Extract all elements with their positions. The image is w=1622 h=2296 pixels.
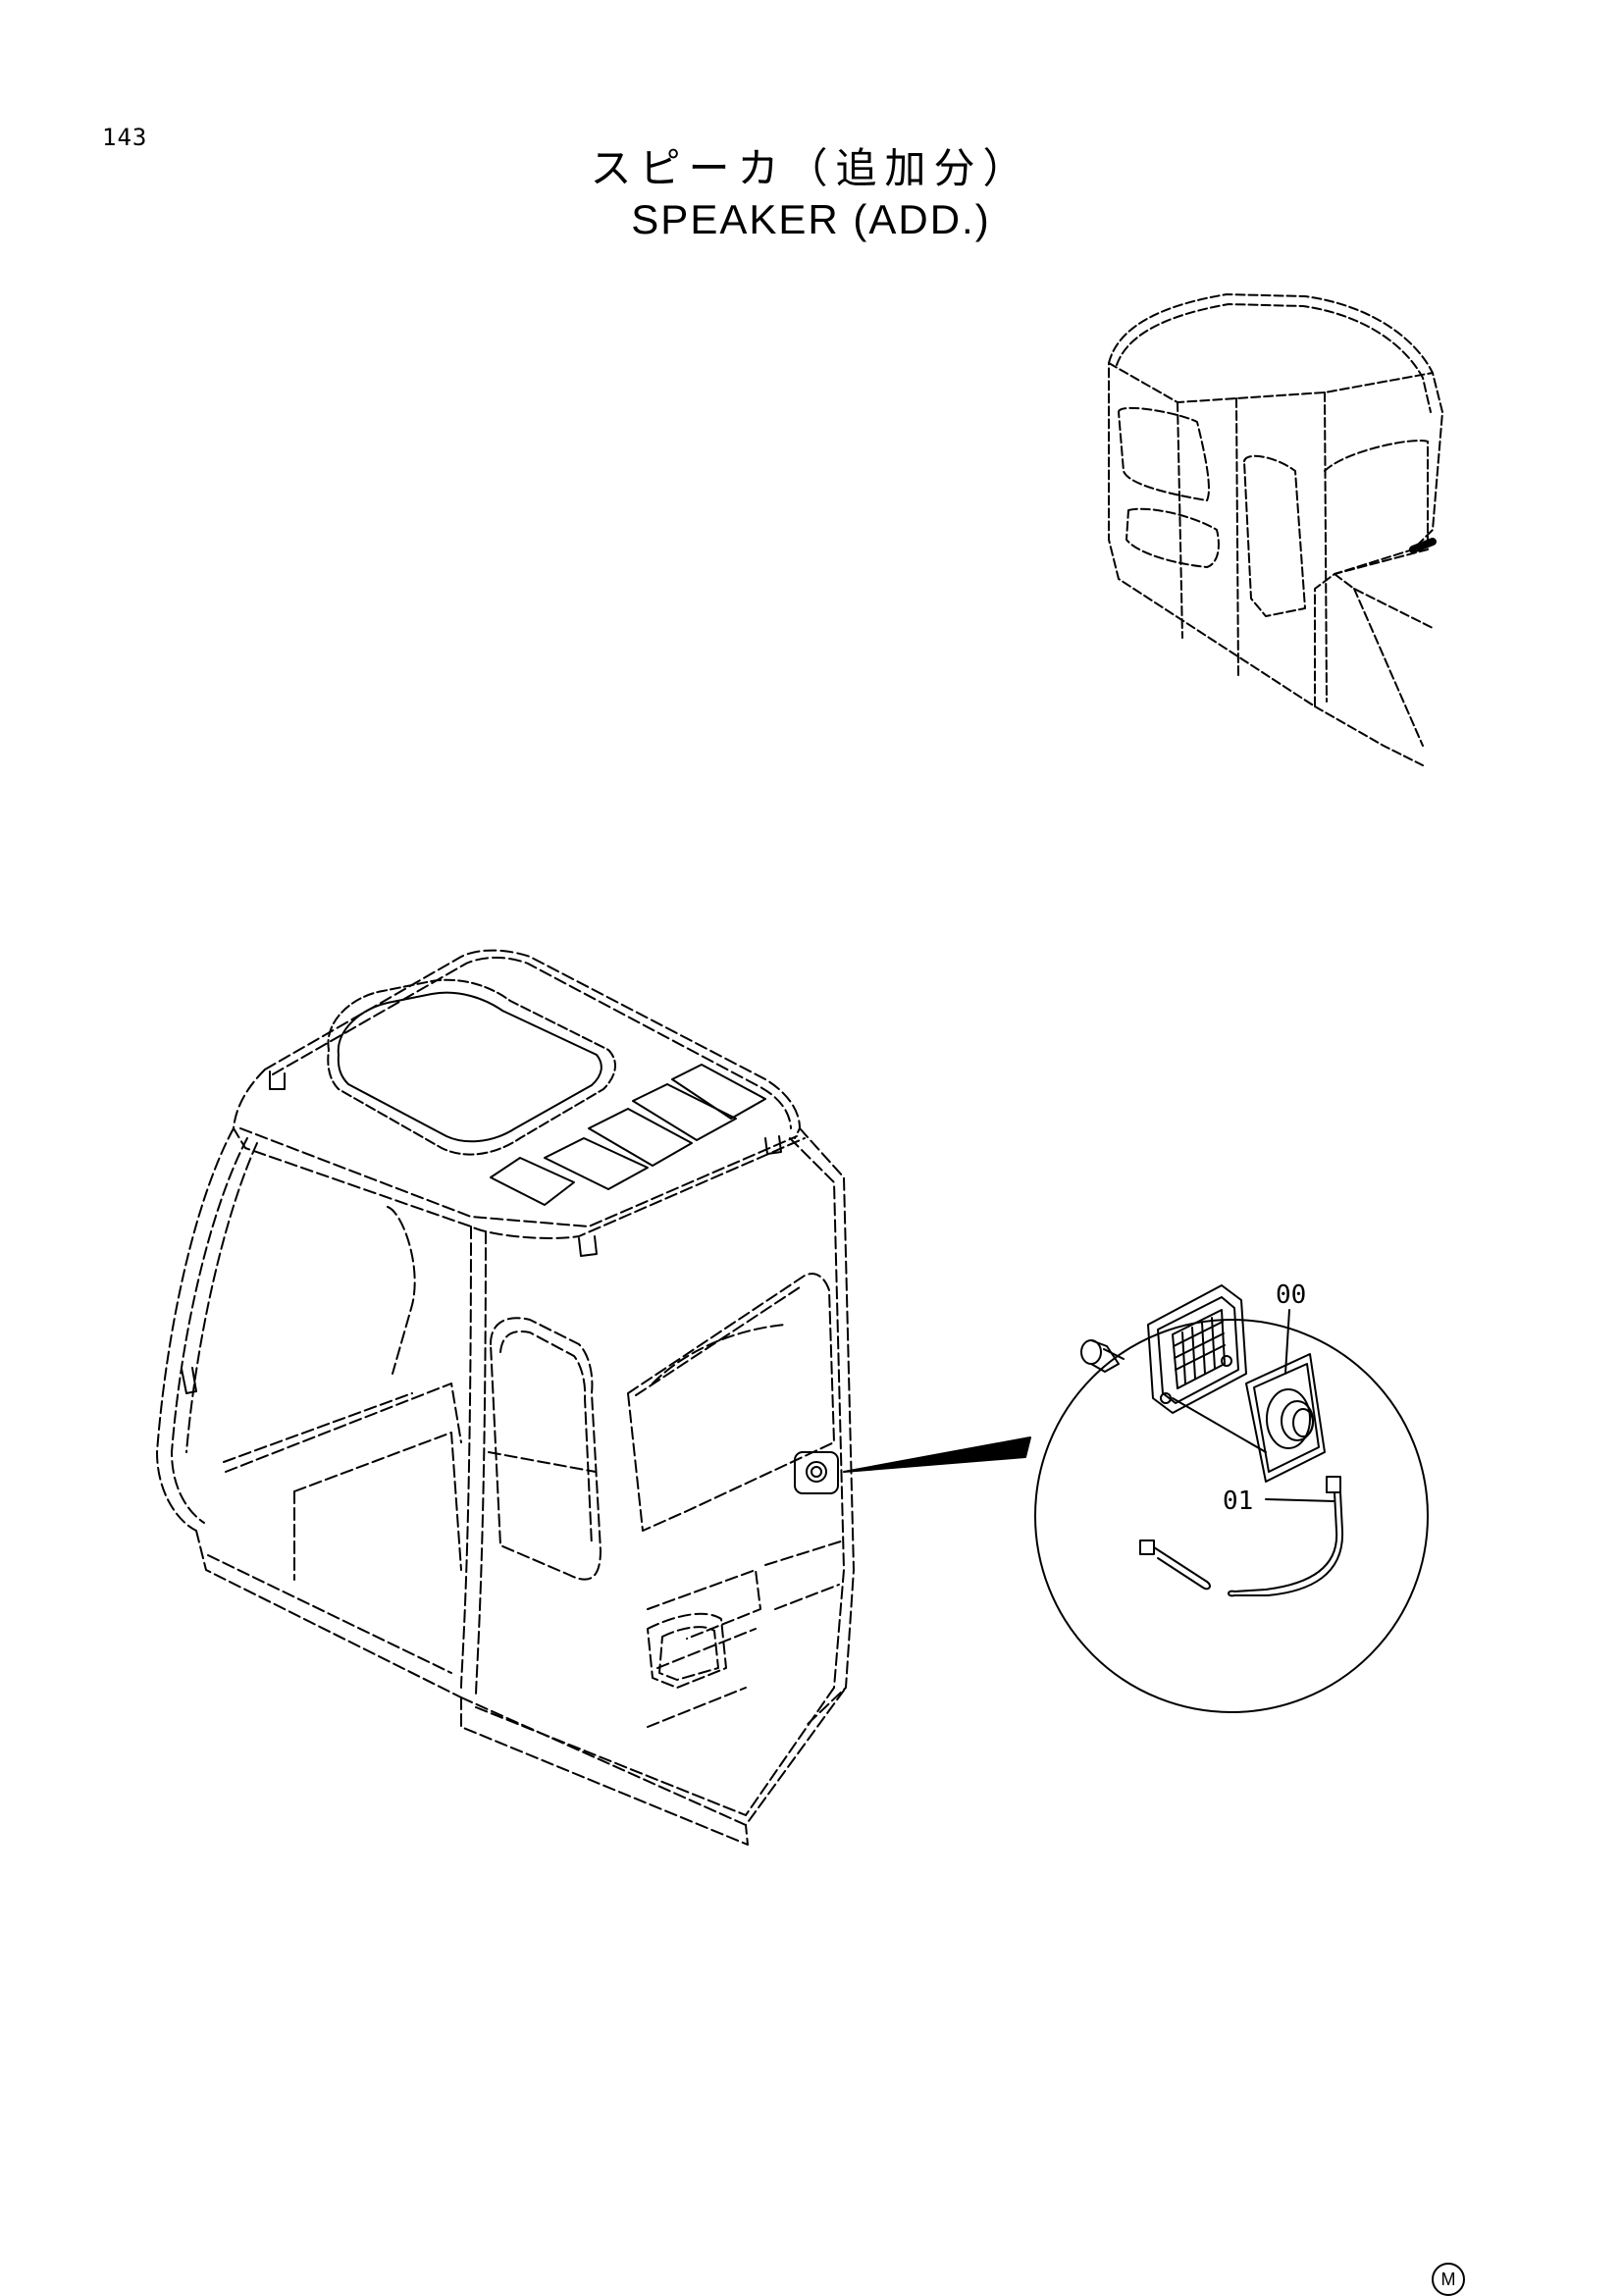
page-number: 143	[102, 124, 148, 151]
title-japanese: スピーカ（追加分）	[590, 144, 1032, 192]
detail-leader	[843, 1436, 1031, 1473]
speaker-grille-cover	[1147, 1284, 1247, 1414]
manual-mark: M	[1432, 2263, 1465, 2296]
detail-circle	[1034, 1319, 1429, 1713]
title-english: SPEAKER (ADD.)	[631, 196, 991, 242]
callout-leader-00	[1284, 1309, 1290, 1375]
screw-part	[1080, 1339, 1125, 1373]
callout-leader-01	[1265, 1498, 1335, 1502]
callout-01: 01	[1223, 1487, 1253, 1516]
speaker-detail-view	[1034, 1284, 1429, 1713]
assembly-line	[1172, 1397, 1267, 1453]
speaker-location	[794, 1451, 839, 1494]
locator-cab-view	[1108, 293, 1443, 766]
locator-speaker-mark	[1409, 538, 1437, 553]
speaker-unit	[1245, 1353, 1326, 1483]
callout-00: 00	[1276, 1280, 1306, 1310]
main-cab-view	[156, 949, 855, 1846]
wire-harness	[1139, 1476, 1344, 1597]
